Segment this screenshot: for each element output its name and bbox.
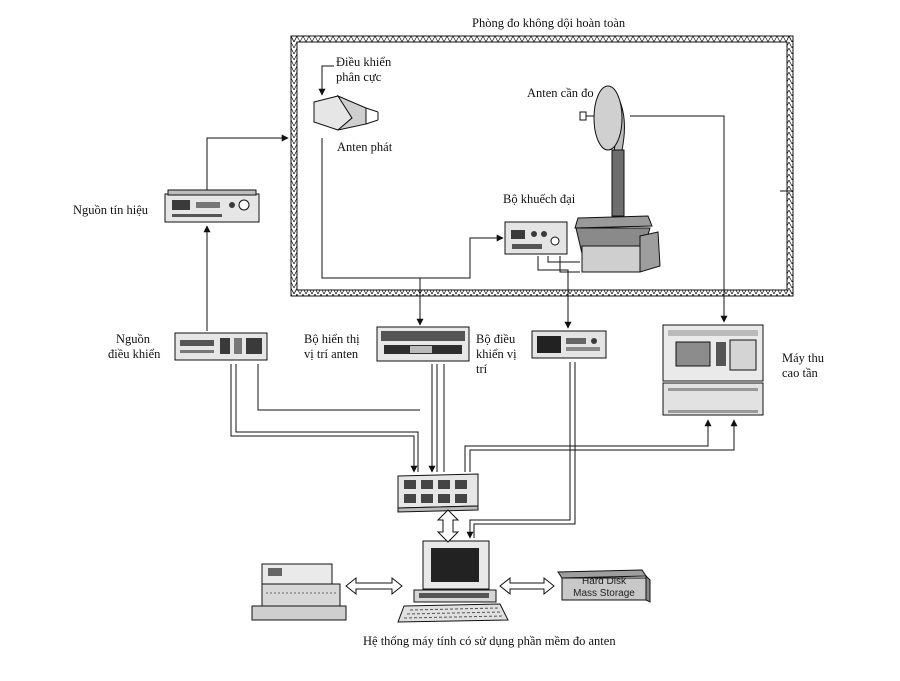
polarization-arrow xyxy=(318,65,334,96)
bus-computer-arrow xyxy=(436,509,460,543)
system-caption: Hệ thống máy tính có sử dụng phần mềm đo… xyxy=(363,634,616,648)
receiver-label-line2: cao tần xyxy=(782,366,818,380)
printer-icon xyxy=(251,563,347,621)
printer-computer-arrow xyxy=(345,576,403,596)
control-source-label-line2: điều khiển xyxy=(108,347,161,361)
amplifier-device-icon xyxy=(504,221,568,255)
receiver-label-line1: Máy thu xyxy=(782,351,825,365)
signal-source-device-icon xyxy=(164,189,260,223)
amplifier-label: Bộ khuếch đại xyxy=(503,192,576,206)
aut-label: Anten cần đo xyxy=(527,86,594,100)
storage-label-line1: Hard Disk xyxy=(582,576,627,587)
chamber-label: Phòng đo không dội hoàn toàn xyxy=(472,16,626,30)
position-controller-device-icon xyxy=(531,330,607,359)
position-controller-label-line1: Bộ điều xyxy=(476,332,516,346)
transmit-horn-antenna-icon xyxy=(313,94,379,131)
storage-label-line2: Mass Storage xyxy=(573,588,635,599)
rf-receiver-device-icon xyxy=(662,324,764,416)
position-display-device-icon xyxy=(376,326,470,362)
control-source-device-icon xyxy=(174,332,268,361)
interface-bus-box-icon xyxy=(397,473,479,513)
signal-source-label: Nguồn tín hiệu xyxy=(73,203,148,217)
control-source-label-line1: Nguồn xyxy=(116,332,151,346)
position-display-label-line2: vị trí anten xyxy=(304,347,359,361)
position-controller-label-line3: trí xyxy=(476,362,488,376)
polarization-control-label-line1: Điều khiển xyxy=(336,55,392,69)
computer-storage-arrow xyxy=(499,576,555,596)
position-controller-label-line2: khiển vị xyxy=(476,347,517,361)
computer-workstation-icon xyxy=(397,540,509,623)
connection-lines xyxy=(203,115,738,539)
polarization-control-label-line2: phân cực xyxy=(336,70,382,84)
mass-storage-icon xyxy=(557,569,651,603)
dish-antenna-under-test-icon xyxy=(574,85,661,273)
tx-antenna-label: Anten phát xyxy=(337,140,393,154)
position-display-label-line1: Bộ hiển thị xyxy=(304,332,360,346)
